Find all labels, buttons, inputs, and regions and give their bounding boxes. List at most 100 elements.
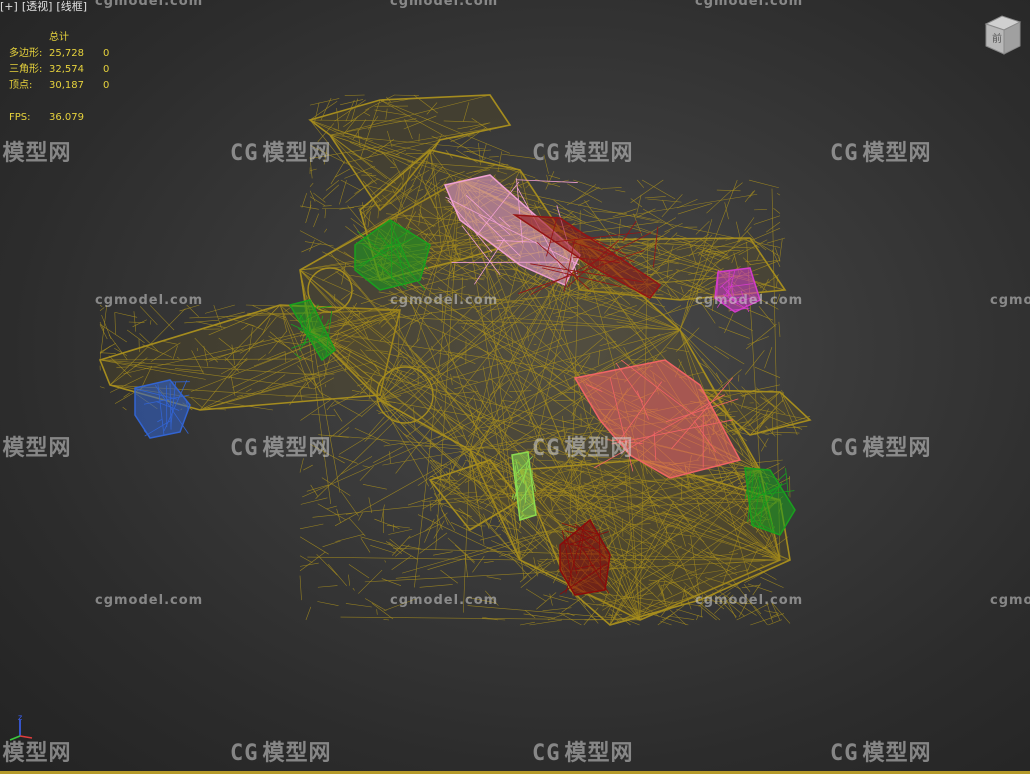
wire-edge (749, 260, 778, 266)
wire-edge (301, 243, 322, 253)
vertices-value: 30,187 (49, 80, 84, 91)
wire-edge (751, 238, 779, 256)
wire-edge (685, 279, 711, 291)
wire-edge (659, 602, 671, 605)
part-wire-edge (154, 384, 189, 434)
viewport-label[interactable]: [+][透视][线框] (0, 0, 91, 14)
wire-edge (631, 527, 656, 549)
part-wire-edge (636, 390, 649, 420)
wire-edge (549, 329, 572, 332)
wire-edge (429, 149, 443, 254)
wire-edge (439, 171, 465, 181)
wire-edge (706, 190, 732, 214)
wire-edge (573, 485, 578, 506)
wire-edge (609, 516, 685, 626)
green-nose-part[interactable] (744, 467, 796, 536)
wire-edge (517, 183, 522, 189)
viewport-shading-mode[interactable]: [线框] (56, 0, 87, 13)
wire-edge (362, 465, 370, 468)
wire-edge (485, 263, 521, 561)
wire-edge (309, 239, 315, 252)
wire-edge (690, 569, 725, 576)
part-wire-edge (740, 291, 750, 312)
wire-edge (542, 480, 558, 504)
salmon-cockpit-part[interactable] (573, 359, 742, 479)
wire-edge (99, 343, 116, 353)
wire-edge (642, 562, 674, 580)
viewcube-icon[interactable]: 前 (982, 12, 1022, 56)
wire-edge (443, 120, 478, 123)
wire-edge (172, 345, 178, 360)
wire-edge (321, 477, 351, 496)
wire-edge (655, 237, 679, 240)
wire-edge (553, 199, 583, 222)
wire-edge (350, 98, 359, 123)
red-nose-part[interactable] (559, 518, 611, 596)
wire-edge (344, 165, 376, 179)
wire-edge (371, 603, 394, 620)
colored-parts[interactable] (134, 174, 796, 596)
wire-edge (519, 469, 738, 575)
darkred-barrel-part[interactable] (512, 214, 662, 299)
part-wire-edge (581, 537, 606, 559)
part-wire-edge (476, 181, 520, 236)
part-wire-edge (143, 430, 147, 434)
wire-edge (303, 377, 315, 380)
wire-edge (204, 304, 235, 314)
viewport-menu-button[interactable]: [+] (0, 0, 18, 13)
wire-edge (439, 493, 443, 505)
wire-edge (540, 472, 791, 561)
wire-edge (696, 498, 702, 518)
wire-edge (322, 540, 341, 548)
wire-edge (299, 269, 611, 588)
blue-thruster-part[interactable] (134, 379, 191, 439)
part-wire-edge (615, 362, 644, 403)
wire-edge (324, 208, 327, 219)
part-wire-edge (474, 238, 506, 285)
green-cannon-part[interactable] (288, 299, 336, 362)
wire-edge (466, 241, 484, 259)
wire-edge (666, 524, 675, 528)
wire-edge (776, 276, 779, 288)
wire-edge (471, 118, 492, 132)
wheel-wireframe[interactable] (307, 267, 353, 313)
wire-edge (351, 390, 367, 394)
wire-edge (667, 245, 674, 261)
wire-edge (360, 538, 371, 553)
wire-edge (440, 569, 459, 584)
wire-edge (384, 560, 386, 563)
wire-edge (579, 239, 755, 249)
wire-edge (729, 429, 751, 436)
wire-edge (547, 290, 551, 310)
wire-edge (680, 478, 683, 502)
wire-edge (675, 234, 687, 239)
wire-edge (228, 357, 248, 379)
wire-edge (713, 249, 744, 264)
wire-edge (606, 237, 786, 291)
wire-edge (134, 361, 145, 367)
wire-edge (491, 540, 526, 557)
wire-edge (545, 171, 555, 190)
wire-edge (556, 232, 761, 471)
wire-edge (728, 602, 745, 617)
wire-edge (608, 527, 617, 550)
wire-edge (363, 200, 378, 219)
wire-edge (412, 174, 441, 196)
part-wire-edge (563, 240, 575, 292)
wire-edge (660, 580, 666, 597)
green-engine-part[interactable] (354, 219, 431, 291)
part-wire-edge (520, 484, 531, 501)
wire-edge (309, 124, 511, 159)
wire-edge (583, 607, 599, 626)
wire-edge (309, 119, 418, 170)
wire-edge (776, 193, 781, 196)
wheel-wireframe[interactable] (376, 366, 434, 424)
wire-edge (498, 548, 533, 557)
wire-edge (543, 154, 549, 174)
part-wire-edge (522, 459, 529, 484)
wire-edge (162, 340, 177, 345)
viewport-view-mode[interactable]: [透视] (21, 0, 53, 13)
spaceship-wireframe[interactable] (98, 94, 812, 626)
